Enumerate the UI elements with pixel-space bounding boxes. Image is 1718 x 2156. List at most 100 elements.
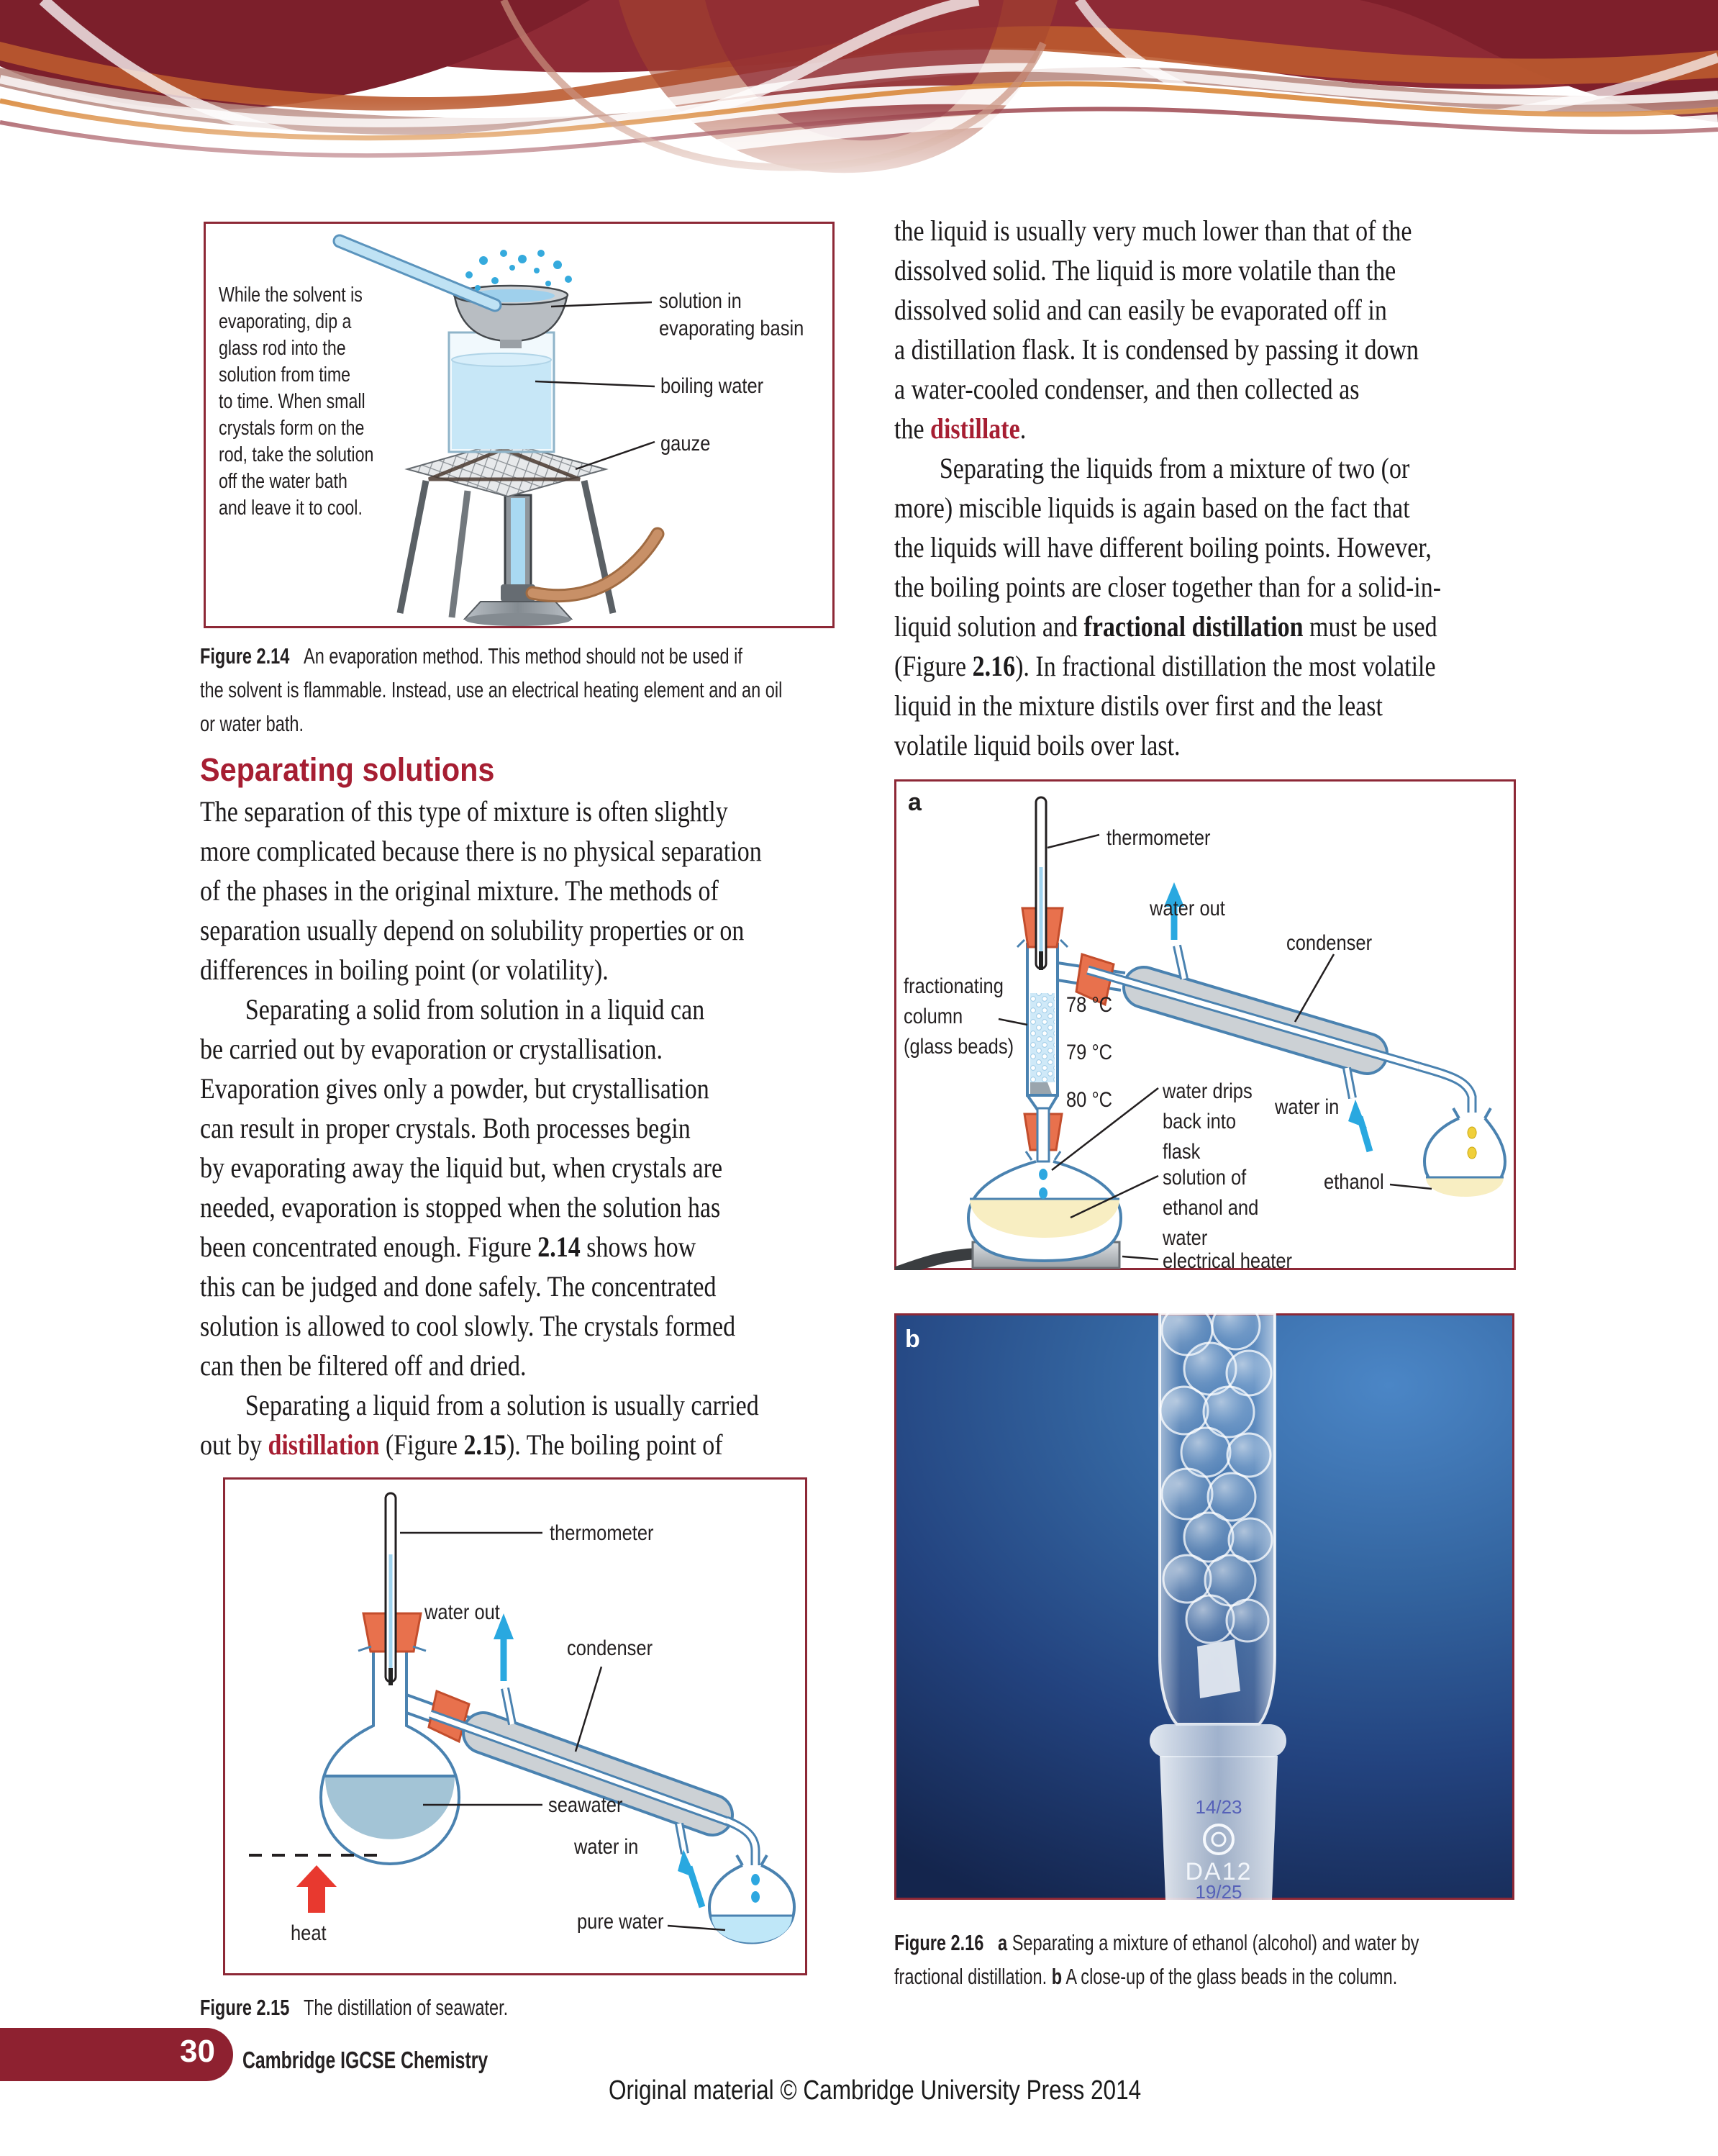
label-water-out: water out [424, 1600, 500, 1624]
text-line: Figure 2.16 a Separating a mixture of et… [894, 1930, 1419, 1955]
label-condenser: condenser [567, 1636, 653, 1660]
label-temp-79: 79 °C [1066, 1041, 1113, 1064]
joint-marking-top: 14/23 [1195, 1796, 1242, 1818]
text-line: solution is allowed to cool slowly. The … [200, 1310, 736, 1342]
label-ethanol-and: ethanol and [1163, 1196, 1259, 1220]
label-thermometer: thermometer [550, 1521, 654, 1545]
fig-2-16b-panel-letter: b [905, 1326, 920, 1353]
text-line: more) miscible liquids is again based on… [894, 492, 1410, 524]
text-line: Evaporation gives only a powder, but cry… [200, 1072, 709, 1105]
label-water-in: water in [1275, 1095, 1340, 1119]
label-water-in: water in [574, 1835, 639, 1859]
text-line: glass rod into the [219, 337, 346, 360]
text-line: Figure 2.15 The distillation of seawater… [200, 1995, 509, 2020]
text-line: fractional distillation. b A close-up of… [894, 1964, 1398, 1989]
water-in-arrow [1348, 1100, 1373, 1153]
fig-2-16a-panel-letter: a [908, 789, 922, 816]
text-line: Figure 2.14 An evaporation method. This … [200, 643, 742, 669]
joint-marking-mid: DA12 [1185, 1858, 1252, 1885]
label-ethanol: ethanol [1324, 1170, 1384, 1194]
figure-2-16a-diagram [894, 796, 1507, 1270]
joint-flange [1150, 1724, 1286, 1757]
text-line: liquid in the mixture distils over first… [894, 689, 1383, 722]
figure-2-14-caption: Figure 2.14 An evaporation method. This … [200, 639, 966, 740]
heat-arrow [296, 1865, 337, 1913]
leader-lines [535, 301, 655, 471]
label-glass-beads: (glass beads) [904, 1035, 1014, 1059]
label-heat: heat [291, 1921, 327, 1945]
figure-2-15-caption: Figure 2.15 The distillation of seawater… [200, 1990, 605, 2024]
text-line: crystals form on the [219, 417, 365, 440]
text-line: this can be judged and done safely. The … [200, 1270, 717, 1303]
section-heading: Separating solutions [200, 751, 495, 788]
ground-glass-joint [1160, 1756, 1278, 1900]
cork-wedge [1075, 953, 1115, 1007]
text-line: or water bath. [200, 711, 304, 736]
water-out-arrow [1164, 882, 1184, 940]
label-fractionating: fractionating [904, 974, 1004, 998]
text-line: the boiling points are closer together t… [894, 571, 1442, 603]
joint-marking-bottom: 19/25 [1195, 1881, 1242, 1900]
figure-2-16-caption: Figure 2.16 a Separating a mixture of et… [894, 1926, 1585, 1993]
maker-logo-icon [1203, 1824, 1235, 1855]
text-line: out by distillation (Figure 2.15). The b… [200, 1428, 723, 1461]
text-line: needed, evaporation is stopped when the … [200, 1191, 721, 1223]
text-line: be carried out by evaporation or crystal… [200, 1033, 663, 1065]
text-line: of the phases in the original mixture. T… [200, 874, 719, 907]
evaporation-droplets [465, 250, 572, 291]
label-electrical-heater: electrical heater [1163, 1249, 1293, 1273]
text-line: the liquids will have different boiling … [894, 531, 1432, 563]
text-line: Separating a liquid from a solution is u… [245, 1389, 759, 1421]
column-support [1197, 1639, 1240, 1698]
text-line: volatile liquid boils over last. [894, 729, 1181, 761]
seawater-fill [325, 1776, 455, 1839]
label-column: column [904, 1005, 963, 1028]
text-line: dissolved solid and can easily be evapor… [894, 294, 1387, 326]
label-water: water [1163, 1226, 1208, 1250]
label-temp-78: 78 °C [1066, 993, 1113, 1017]
label-water-drips: water drips [1163, 1079, 1253, 1103]
ethanol-fill [1426, 1177, 1504, 1197]
right-column-body: the liquid is usually very much lower th… [894, 211, 1537, 765]
text-line: solution from time [219, 363, 351, 386]
header-wave-banner [0, 0, 1718, 237]
book-title: Cambridge IGCSE Chemistry [242, 2047, 488, 2073]
beaker [447, 331, 555, 453]
text-line: the liquid is usually very much lower th… [894, 214, 1412, 247]
text-line: While the solvent is [219, 284, 363, 307]
text-line: separation usually depend on solubility … [200, 914, 745, 946]
text-line: liquid solution and fractional distillat… [894, 610, 1437, 643]
text-line: Separating the liquids from a mixture of… [939, 452, 1410, 484]
text-line: rod, take the solution [219, 443, 374, 466]
text-line: The separation of this type of mixture i… [200, 795, 728, 828]
label-pure-water: pure water [577, 1910, 664, 1934]
label-seawater: seawater [548, 1793, 623, 1817]
text-line: been concentrated enough. Figure 2.14 sh… [200, 1231, 696, 1263]
label-water-out: water out [1150, 897, 1225, 920]
label-boiling-water: boiling water [660, 374, 764, 398]
water-in-arrow [678, 1849, 706, 1908]
text-line: the solvent is flammable. Instead, use a… [200, 677, 783, 702]
text-line: the distillate. [894, 412, 1027, 445]
text-line: (Figure 2.16). In fractional distillatio… [894, 650, 1436, 682]
ethanol-water-fill [970, 1199, 1119, 1238]
label-temp-80: 80 °C [1066, 1088, 1113, 1112]
column-neck [1036, 1107, 1050, 1163]
label-condenser: condenser [1286, 931, 1373, 955]
label-solution-in: solution in [659, 289, 742, 313]
figure-2-16b-overlay: 14/23 DA12 19/25 [1150, 1313, 1286, 1900]
text-line: a water-cooled condenser, and then colle… [894, 373, 1360, 405]
page-number-tab [0, 2028, 233, 2081]
text-line: by evaporating away the liquid but, when… [200, 1151, 723, 1184]
page-number: 30 [180, 2034, 215, 2069]
text-line: more complicated because there is no phy… [200, 835, 762, 867]
figure-2-15-diagram [249, 1492, 796, 1944]
label-evaporating-basin: evaporating basin [659, 317, 804, 340]
water-out-arrow [494, 1613, 514, 1681]
label-thermometer: thermometer [1106, 826, 1211, 850]
text-line: Separating a solid from solution in a li… [245, 993, 705, 1025]
text-line: dissolved solid. The liquid is more vola… [894, 254, 1396, 286]
pure-water-fill [712, 1916, 792, 1943]
